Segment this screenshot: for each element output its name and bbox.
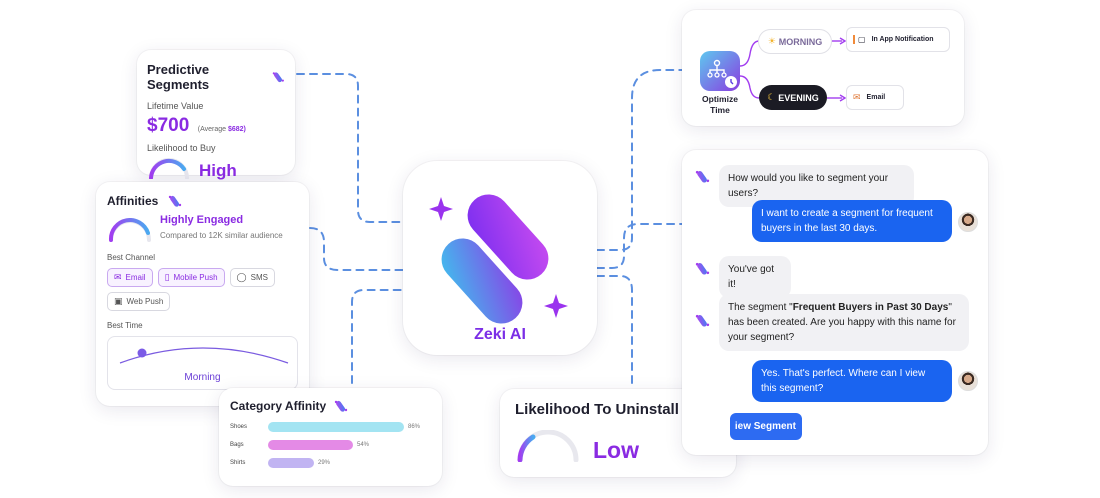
- channel-label: Web Push: [126, 297, 164, 306]
- zeki-sparkle-icon: [335, 400, 348, 412]
- email-target[interactable]: ✉ Email: [846, 85, 904, 110]
- bot-message-segment-created: The segment "Frequent Buyers in Past 30 …: [719, 294, 969, 351]
- user-message: Yes. That's perfect. Where can I view th…: [752, 360, 952, 402]
- uninstall-gauge: [517, 430, 579, 462]
- bot-message: You've got it!: [719, 256, 791, 298]
- channel-chip-email[interactable]: ✉Email: [107, 268, 153, 287]
- channel-chip-web-push[interactable]: ▣Web Push: [107, 292, 171, 311]
- mail-icon: ✉: [114, 272, 122, 282]
- morning-pill[interactable]: ☀MORNING: [758, 29, 832, 54]
- category-affinity-card: Category Affinity Shoes 86% Bags 54% Shirts 2…: [219, 388, 442, 486]
- best-time-value: Morning: [184, 372, 221, 383]
- category-bar-row: Shoes 86%: [230, 420, 431, 434]
- category-bar: [268, 422, 404, 432]
- affinities-title: Affinities: [107, 194, 159, 208]
- user-avatar: [958, 212, 978, 232]
- predictive-segments-title: Predictive Segments: [147, 62, 210, 92]
- moon-icon: ☾: [767, 92, 776, 102]
- optimize-time-icon: [700, 51, 740, 91]
- zeki-bot-avatar-icon: [695, 262, 710, 275]
- channel-label: Mobile Push: [173, 273, 218, 282]
- zeki-sparkle-icon: [273, 72, 285, 83]
- chat-bubble-icon: ◯: [236, 272, 247, 282]
- engagement-gauge: [108, 218, 151, 242]
- zeki-bot-avatar-icon: [695, 314, 710, 327]
- zeki-bot-avatar-icon: [695, 170, 710, 183]
- best-time-label: Best Time: [107, 321, 143, 330]
- email-label: Email: [866, 94, 886, 101]
- zeki-logo-icon: [429, 194, 568, 324]
- mail-icon: ✉: [853, 92, 861, 102]
- category-affinity-title: Category Affinity: [230, 399, 327, 413]
- category-percent: 54%: [357, 442, 370, 448]
- app-name: Zeki AI: [474, 326, 526, 343]
- segment-message-prefix: The segment ": [728, 302, 793, 313]
- category-percent: 29%: [318, 460, 331, 466]
- affinities-card: Affinities Highly Engaged Compared to 12…: [96, 182, 309, 406]
- browser-icon: ▣: [114, 296, 123, 306]
- best-time-chart: Morning: [107, 336, 298, 390]
- category-bar-row: Bags 54%: [230, 438, 431, 452]
- channel-label: Email: [125, 273, 146, 282]
- in-app-notification-icon: ▢: [853, 35, 866, 44]
- optimize-time-label: Optimize Time: [702, 94, 738, 115]
- engagement-comparison: Compared to 12K similar audience: [160, 231, 283, 240]
- lifetime-value-label: Lifetime Value: [147, 101, 204, 111]
- category-bar: [268, 458, 314, 468]
- optimize-time-card: Optimize Time ☀MORNING ☾EVENING ▢ In App …: [682, 10, 964, 126]
- time-curve: [119, 347, 289, 364]
- lifetime-value: $700: [147, 115, 190, 136]
- category-name: Shirts: [230, 460, 246, 466]
- evening-pill[interactable]: ☾EVENING: [759, 85, 827, 110]
- user-message: I want to create a segment for frequent …: [752, 200, 952, 242]
- category-name: Shoes: [230, 424, 248, 430]
- zeki-ai-app-tile: Zeki AI: [403, 161, 597, 355]
- morning-label: MORNING: [778, 36, 823, 47]
- phone-icon: ▯: [164, 272, 170, 282]
- user-avatar: [958, 371, 978, 391]
- category-bar: [268, 440, 353, 450]
- average-label: (Average: [197, 126, 227, 133]
- evening-label: EVENING: [778, 92, 819, 103]
- view-segment-button[interactable]: iew Segment: [730, 413, 802, 440]
- segment-message-suffix: " has been created. Are you happy with t…: [728, 302, 956, 343]
- best-channel-label: Best Channel: [107, 253, 156, 262]
- category-percent: 86%: [408, 424, 421, 430]
- predictive-segments-card: Predictive Segments Lifetime Value $700 …: [137, 50, 295, 179]
- likelihood-to-buy-label: Likelihood to Buy: [147, 143, 216, 153]
- segment-name: Frequent Buyers in Past 30 Days: [792, 302, 949, 313]
- channel-label: SMS: [250, 273, 268, 282]
- zeki-sparkle-icon: [169, 195, 182, 207]
- engagement-level: Highly Engaged: [160, 214, 244, 226]
- average-value: $682): [227, 126, 246, 133]
- category-name: Bags: [230, 442, 244, 448]
- likelihood-value: High: [199, 161, 237, 180]
- uninstall-value: Low: [593, 437, 639, 463]
- sun-icon: ☀: [767, 36, 776, 46]
- uninstall-title: Likelihood To Uninstall: [515, 401, 679, 418]
- in-app-label: In App Notification: [871, 36, 934, 43]
- channel-chip-sms[interactable]: ◯SMS: [229, 268, 275, 287]
- channel-chip-mobile-push[interactable]: ▯Mobile Push: [157, 268, 225, 287]
- category-bar-row: Shirts 29%: [230, 456, 431, 470]
- in-app-notification-target[interactable]: ▢ In App Notification: [846, 27, 950, 52]
- flow-lines: [739, 37, 847, 102]
- likelihood-gauge: [149, 158, 189, 179]
- category-bars: Shoes 86% Bags 54% Shirts 29%: [230, 420, 431, 470]
- average-value-note: (Average $682): [198, 126, 246, 133]
